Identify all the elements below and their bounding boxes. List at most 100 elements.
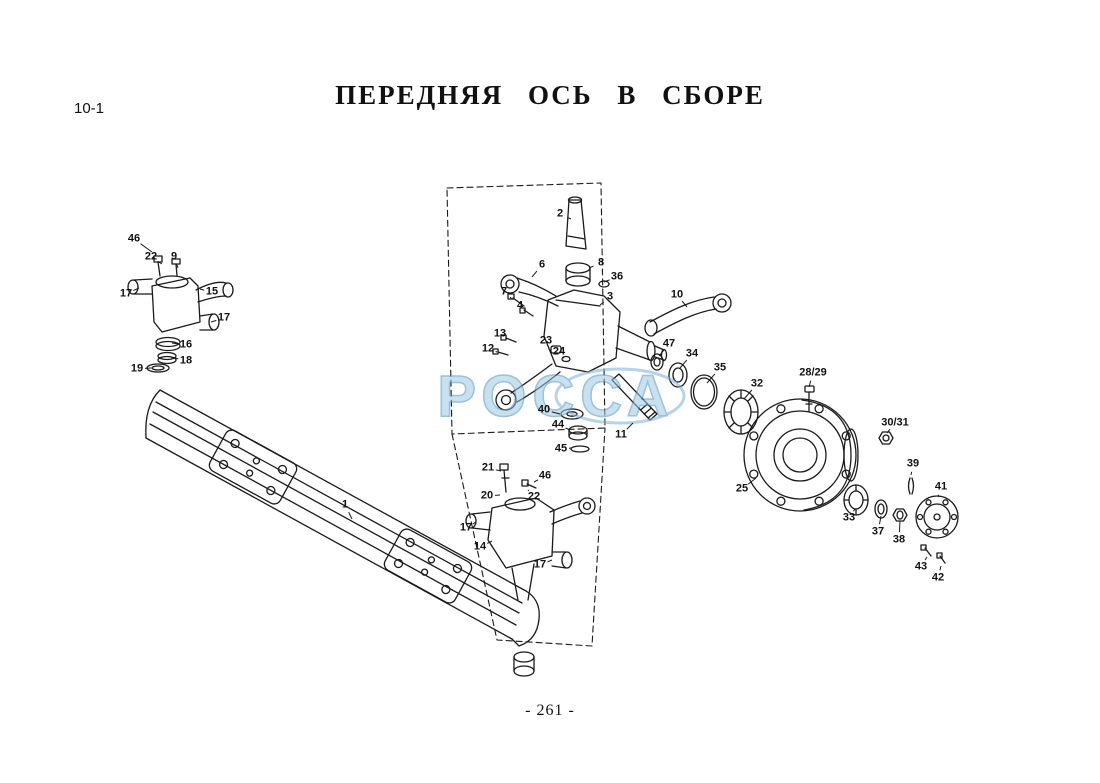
lower-knuckle xyxy=(465,463,596,601)
part-label-34: 34 xyxy=(685,347,699,360)
part-label-8: 8 xyxy=(597,256,605,269)
leader-line xyxy=(747,477,757,485)
leader-line xyxy=(140,243,153,253)
leader-line xyxy=(603,279,610,283)
leader-line xyxy=(547,559,553,563)
spring-pad-right xyxy=(383,528,473,604)
leader-line xyxy=(852,508,856,512)
part-label-47: 47 xyxy=(662,337,676,350)
part-label-11: 11 xyxy=(615,428,627,441)
leader-line xyxy=(937,494,940,498)
part-label-43: 43 xyxy=(914,560,928,573)
leader-line xyxy=(551,411,561,415)
part-label-25: 25 xyxy=(735,482,749,495)
watermark: РОССА xyxy=(437,363,686,430)
page-title: ПЕРЕДНЯЯ ОСЬ В СБОРЕ xyxy=(335,80,765,110)
leader-line xyxy=(199,288,205,291)
leader-line xyxy=(348,511,353,520)
part-label-44: 44 xyxy=(551,418,565,431)
part-label-37: 37 xyxy=(871,525,885,538)
part-label-46: 46 xyxy=(538,469,552,482)
part-label-17: 17 xyxy=(459,521,473,534)
leader-line xyxy=(495,469,502,472)
leader-line xyxy=(679,359,688,369)
leader-line xyxy=(170,356,179,360)
page-number: - 261 - xyxy=(525,702,575,719)
part-label-9: 9 xyxy=(170,250,178,263)
steering-arm xyxy=(644,293,732,337)
leader-line xyxy=(531,270,538,278)
center-knuckle xyxy=(492,196,668,453)
part-label-40: 40 xyxy=(537,403,551,416)
part-label-20: 20 xyxy=(480,489,494,502)
part-label-22: 22 xyxy=(144,250,158,263)
part-label-4: 4 xyxy=(516,299,524,312)
leader-line xyxy=(898,520,901,533)
part-label-17: 17 xyxy=(119,287,133,300)
part-label-35: 35 xyxy=(713,361,727,374)
leader-line xyxy=(157,260,163,265)
leader-line xyxy=(486,540,493,544)
dashed-detail-box xyxy=(446,182,606,647)
part-label-38: 38 xyxy=(892,533,906,546)
leader-line xyxy=(176,264,179,269)
part-label-42: 42 xyxy=(931,571,945,584)
part-label-18: 18 xyxy=(179,354,193,367)
part-label-30-31: 30/31 xyxy=(881,416,909,429)
part-label-15: 15 xyxy=(205,285,219,298)
part-label-16: 16 xyxy=(179,338,193,351)
leader-line xyxy=(171,342,179,345)
part-label-14: 14 xyxy=(473,540,487,553)
leader-line xyxy=(681,300,688,308)
part-label-13: 13 xyxy=(493,327,507,340)
leader-line xyxy=(472,521,477,525)
part-label-17: 17 xyxy=(217,311,231,324)
leader-line xyxy=(495,351,498,353)
part-label-2: 2 xyxy=(556,207,564,220)
part-label-28-29: 28/29 xyxy=(799,366,827,379)
leader-line xyxy=(706,373,716,384)
leader-line xyxy=(210,319,217,323)
part-label-21: 21 xyxy=(481,461,495,474)
spring-pad-left xyxy=(208,429,298,505)
leader-line xyxy=(939,565,942,571)
part-label-3: 3 xyxy=(606,290,614,303)
part-label-23: 23 xyxy=(539,334,553,347)
axle-beam xyxy=(145,389,540,677)
leader-line xyxy=(879,515,882,525)
part-label-33: 33 xyxy=(842,511,856,524)
part-label-19: 19 xyxy=(130,362,144,375)
upper-left-knuckle xyxy=(127,255,234,373)
section-label: 10-1 xyxy=(74,100,105,117)
part-label-22: 22 xyxy=(527,490,541,503)
watermark-text: РОССА xyxy=(437,364,674,429)
part-label-39: 39 xyxy=(906,457,920,470)
part-label-45: 45 xyxy=(554,442,568,455)
leader-line xyxy=(562,356,565,359)
leader-line xyxy=(886,428,891,434)
leader-line xyxy=(527,489,530,492)
leader-line xyxy=(599,301,605,306)
part-label-12: 12 xyxy=(481,342,495,355)
leader-line xyxy=(910,471,913,476)
part-label-46: 46 xyxy=(127,232,141,245)
leader-line xyxy=(808,380,812,388)
part-label-7: 7 xyxy=(500,285,508,298)
leader-line xyxy=(658,349,665,357)
leader-line xyxy=(743,389,753,400)
leader-line xyxy=(924,556,928,561)
watermark-ellipse xyxy=(554,367,686,425)
part-label-1: 1 xyxy=(341,498,349,511)
leader-line xyxy=(567,216,572,220)
leader-line xyxy=(551,345,554,348)
leader-line xyxy=(133,287,140,292)
leader-line xyxy=(506,337,509,340)
leader-line xyxy=(565,427,569,430)
part-label-17: 17 xyxy=(533,558,547,571)
part-label-6: 6 xyxy=(538,258,546,271)
part-label-41: 41 xyxy=(934,480,948,493)
